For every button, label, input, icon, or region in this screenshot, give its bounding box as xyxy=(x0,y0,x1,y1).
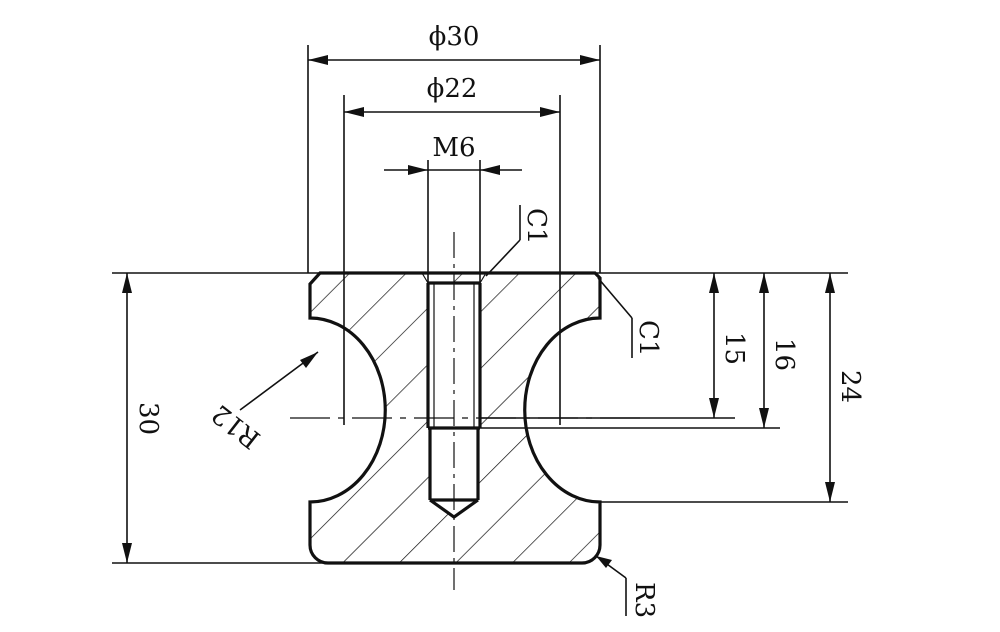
dim-chamfer-hole: C1 xyxy=(485,205,551,277)
dim-recess-height: 24 xyxy=(825,273,865,502)
dim-outer-diameter-label: ϕ30 xyxy=(429,22,480,52)
dim-chamfer-edge: C1 xyxy=(597,277,663,358)
part-section xyxy=(308,271,602,565)
dim-outer-diameter: ϕ30 xyxy=(308,22,600,65)
dim-corner-radius: R3 xyxy=(595,555,659,618)
extension-lines xyxy=(112,45,848,564)
dim-thread-label: M6 xyxy=(432,133,475,163)
threaded-hole xyxy=(421,272,487,519)
dim-drill-depth-label: 16 xyxy=(769,338,799,371)
dim-total-height: 30 xyxy=(122,273,163,563)
dim-recess-height-label: 24 xyxy=(835,370,865,403)
dim-thread: M6 xyxy=(384,133,522,175)
dim-chamfer-edge-label: C1 xyxy=(633,320,663,356)
dim-corner-radius-label: R3 xyxy=(629,582,659,618)
dim-recess-diameter: ϕ22 xyxy=(344,74,560,117)
dim-thread-depth-label: 15 xyxy=(719,332,749,365)
dim-total-height-label: 30 xyxy=(133,402,163,435)
dim-drill-depth: 16 xyxy=(759,273,799,428)
dim-groove-radius-label: R12 xyxy=(206,398,266,454)
dim-thread-depth: 15 xyxy=(709,273,749,418)
dim-chamfer-hole-label: C1 xyxy=(521,208,551,244)
dim-recess-diameter-label: ϕ22 xyxy=(427,74,478,104)
dim-groove-radius: R12 xyxy=(206,351,319,454)
